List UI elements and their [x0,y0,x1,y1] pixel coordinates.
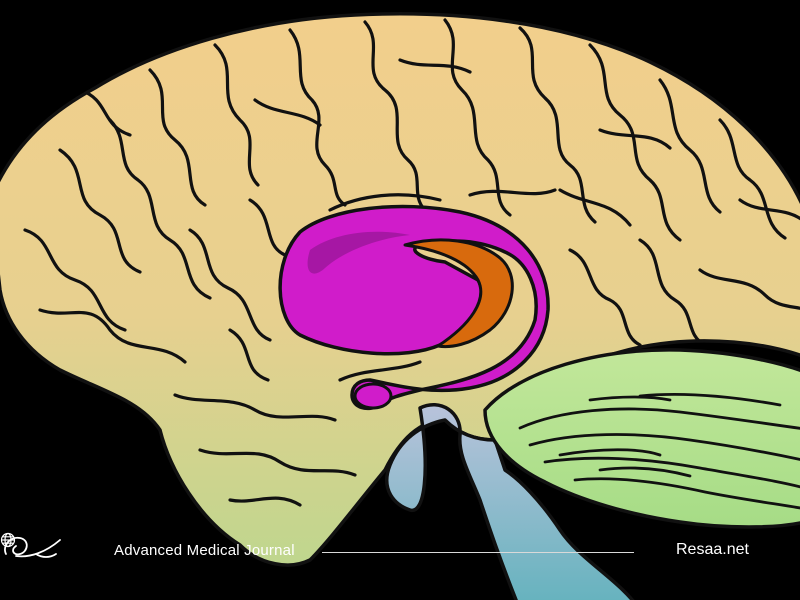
cerebellum [483,348,800,529]
site-link[interactable]: Resaa.net [676,541,749,558]
gyri-folds [23,18,800,507]
footer-divider [322,552,634,553]
journal-name: Advanced Medical Journal [114,542,295,559]
lateral-ventricle-shade [307,231,410,274]
fornix-tip [353,382,393,410]
resaa-swirl-logo-icon [4,536,61,558]
cerebellum-folia [518,393,800,510]
footer-bar: Advanced Medical Journal Resaa.net [0,532,800,572]
brainstem [385,402,635,600]
globe-icon [0,532,16,548]
caudate-region [403,238,514,349]
